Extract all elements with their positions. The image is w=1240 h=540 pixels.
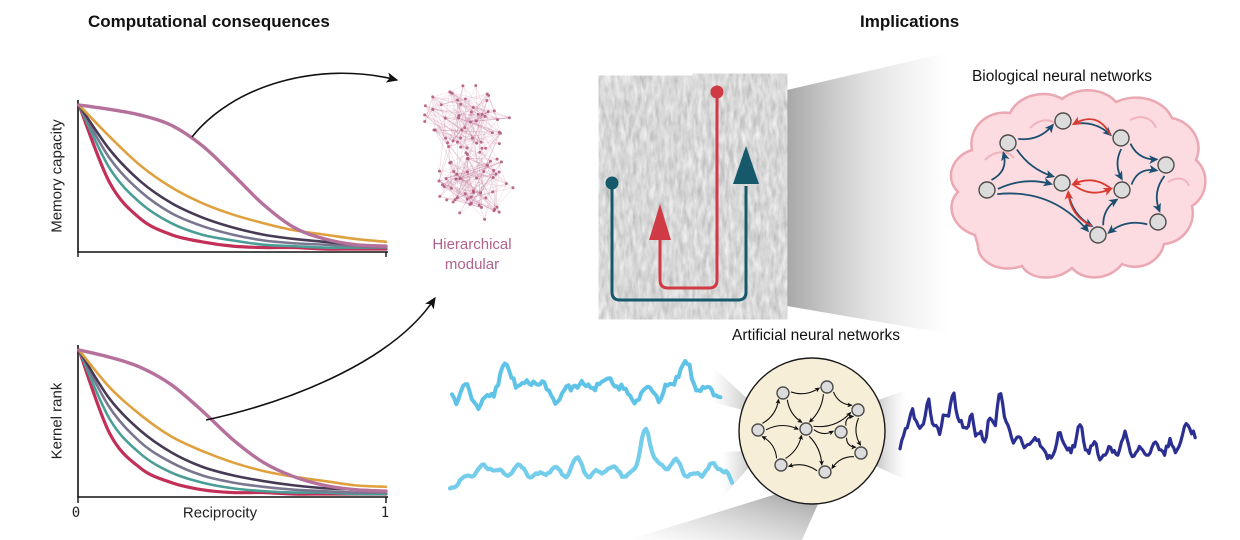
annotation-arrows xyxy=(191,72,436,421)
zoom-fan-circle-bottom xyxy=(628,488,818,540)
xlabel-reciprocity: Reciprocity xyxy=(182,504,258,522)
memory-plot-ticks xyxy=(77,252,387,257)
kernel-rank-plot xyxy=(77,345,388,503)
electrode-red xyxy=(649,85,724,290)
zoom-fan-microscopy-to-brain xyxy=(787,52,950,334)
hierarchical-modular-network xyxy=(423,84,515,221)
electrode-teal xyxy=(605,146,759,302)
ylabel-kernel-rank: Kernel rank xyxy=(48,382,66,460)
memory-capacity-plot xyxy=(77,100,388,257)
microscopy-panel-left xyxy=(603,87,690,308)
signal-traces xyxy=(447,359,1197,491)
kernel-rank-curves xyxy=(77,348,388,496)
section-title-computational: Computational consequences xyxy=(88,12,330,31)
kernel-plot-ticks xyxy=(77,497,387,503)
arrow-to-network-top xyxy=(191,72,399,138)
ann-network xyxy=(751,380,868,479)
biological-networks-label: Biological neural networks xyxy=(971,68,1153,85)
section-title-implications: Implications xyxy=(860,12,960,31)
artificial-networks-label: Artificial neural networks xyxy=(732,327,900,344)
biological-network xyxy=(949,89,1207,279)
ylabel-memory-capacity: Memory capacity xyxy=(48,119,66,233)
xtick-min: 0 xyxy=(71,505,81,521)
memory-capacity-curves xyxy=(77,103,388,251)
brain-network xyxy=(978,112,1175,244)
microscopy-panels xyxy=(603,85,783,308)
electrode-red-wire xyxy=(658,98,719,290)
microscopy-panel-right xyxy=(697,85,783,308)
xtick-max: 1 xyxy=(380,505,390,521)
electrode-teal-terminal xyxy=(605,176,619,190)
arrow-to-network-bottom xyxy=(205,296,436,421)
electrode-red-terminal xyxy=(710,85,724,99)
artificial-network xyxy=(738,357,886,505)
hierarchical-modular-label: Hierarchical modular xyxy=(432,235,511,276)
electrode-teal-tip xyxy=(733,146,759,184)
hierarchical-modular-label-line2: modular xyxy=(444,256,500,273)
hierarchical-modular-label-line1: Hierarchical xyxy=(432,235,512,253)
electrode-teal-wire xyxy=(610,186,748,302)
electrode-red-tip xyxy=(649,204,671,240)
